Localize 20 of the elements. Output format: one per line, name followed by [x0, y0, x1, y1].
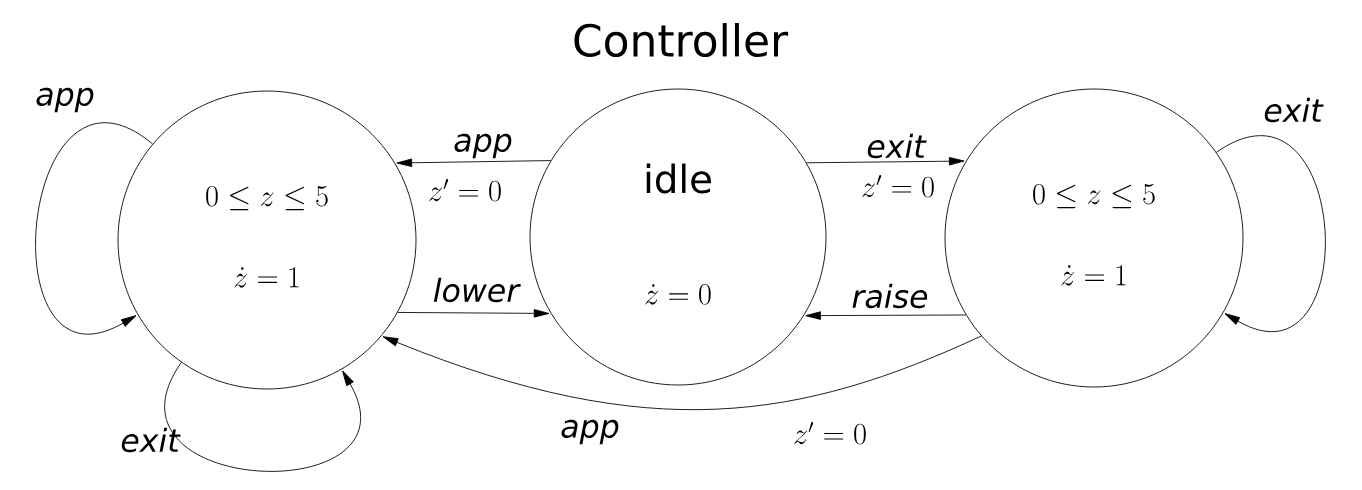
edge-label: raise [852, 283, 928, 309]
edge-label: app [561, 419, 619, 445]
arrow [165, 362, 361, 472]
arrow [396, 158, 552, 167]
update-label: $z' = 0$ [862, 175, 934, 198]
edge-label: exit [867, 133, 927, 159]
edge-label: lower [433, 277, 521, 303]
update-label: $z' = 0$ [794, 422, 866, 445]
arrow [382, 335, 982, 410]
arrow [397, 309, 550, 318]
arrow [806, 157, 965, 166]
update-label: $z' = 0$ [429, 179, 501, 202]
edge-label: app [454, 133, 512, 159]
edge-label: exit [121, 427, 181, 453]
diagram-title: Controller [574, 23, 789, 57]
edge-label: exit [1264, 97, 1324, 123]
arrow [1216, 136, 1326, 332]
arrow [805, 311, 967, 320]
arrow [35, 123, 153, 335]
edge-label: app [36, 87, 94, 113]
